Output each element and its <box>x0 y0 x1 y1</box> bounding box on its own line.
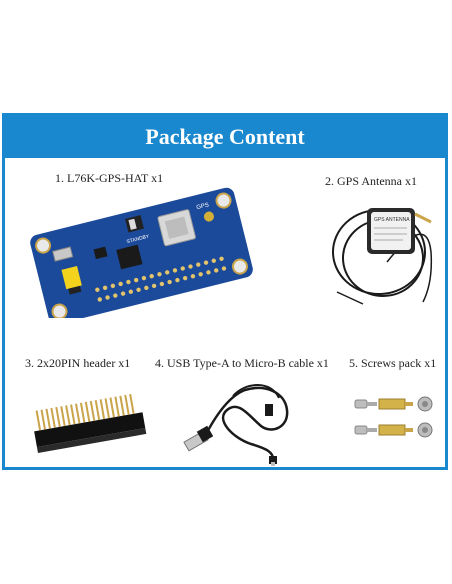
item-label-gps-antenna: 2. GPS Antenna x1 <box>325 174 418 188</box>
item-label-gps-hat: 1. L76K-GPS-HAT x1 <box>55 171 164 185</box>
page-title: Package Content <box>145 124 305 149</box>
item-label-usb-cable: 4. USB Type-A to Micro-B cable x1 <box>155 356 329 370</box>
item-label-pin-header: 3. 2x20PIN header x1 <box>25 356 131 370</box>
gps-hat-board-image: GPS STANDBY <box>30 187 253 318</box>
item-label-screws-pack: 5. Screws pack x1 <box>349 356 437 370</box>
antenna-sticker-text: GPS ANTENNA <box>374 217 410 223</box>
title-banner: Package Content <box>5 116 445 158</box>
screws-pack-image <box>354 396 433 438</box>
package-content-frame: Package Content 1. L76K-GPS-HAT x1 <box>2 113 448 470</box>
gps-antenna-image: GPS ANTENNA <box>332 208 433 305</box>
board-silk-gps: GPS <box>196 202 210 211</box>
board-silk-standby: STANDBY <box>126 234 151 246</box>
pin-header-image <box>34 393 147 454</box>
usb-cable-image <box>183 384 289 466</box>
